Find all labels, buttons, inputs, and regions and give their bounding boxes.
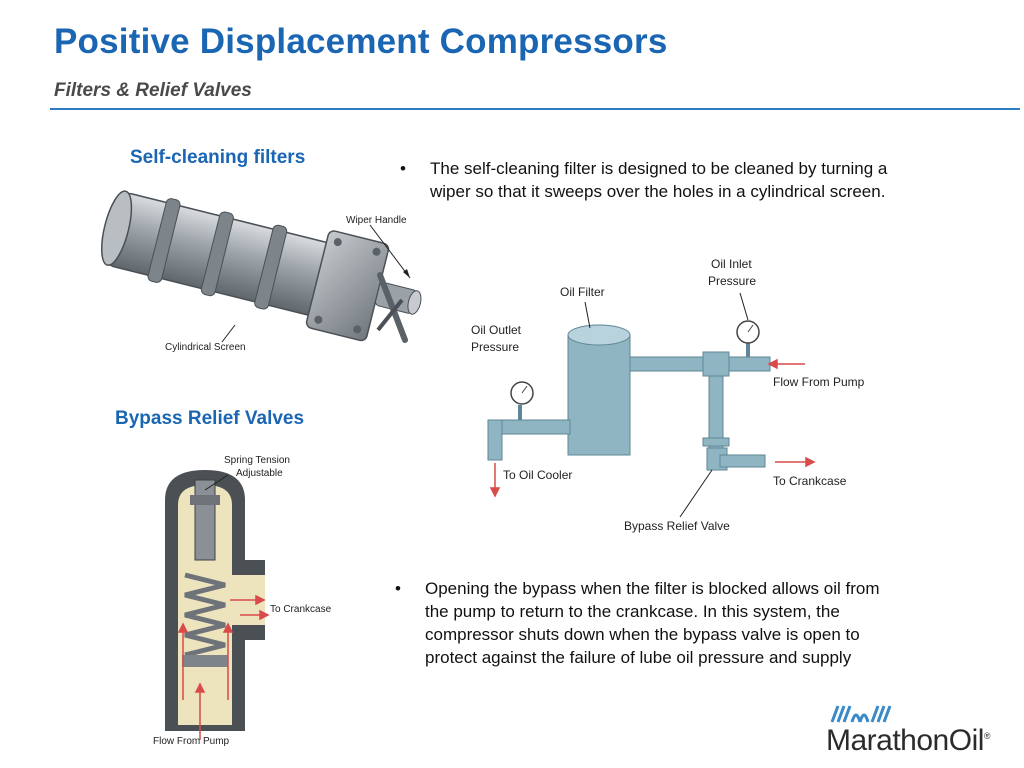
wiper-handle-label: Wiper Handle (346, 215, 407, 226)
oil-outlet-pressure-label: Pressure (471, 340, 519, 354)
flow-from-pump-label: Flow From Pump (773, 375, 865, 389)
oil-inlet-label: Oil Inlet (711, 257, 752, 271)
cylindrical-screen-label: Cylindrical Screen (165, 342, 246, 353)
filters-heading: Self-cleaning filters (130, 147, 306, 168)
marathon-oil-logo-mark-icon (830, 705, 892, 723)
bullet-line: compressor shuts down when the bypass va… (425, 625, 860, 644)
registered-mark: ® (983, 731, 991, 741)
logo-wordmark: MarathonOil (826, 724, 984, 757)
bullet-line: Opening the bypass when the filter is bl… (425, 579, 880, 598)
oil-outlet-label: Oil Outlet (471, 323, 522, 337)
bullet-bypass: • Opening the bypass when the filter is … (395, 577, 995, 672)
slide-title: Positive Displacement Compressors (54, 22, 668, 61)
bullet-line: protect against the failure of lube oil … (425, 648, 852, 667)
bullet-line: wiper so that it sweeps over the holes i… (430, 182, 886, 201)
to-oil-cooler-label: To Oil Cooler (503, 468, 572, 482)
adjustable-label: Adjustable (236, 468, 283, 479)
title-divider (50, 108, 1020, 110)
valve-flow-from-pump-label: Flow From Pump (153, 736, 230, 747)
oil-filter-label: Oil Filter (560, 285, 605, 299)
valves-heading: Bypass Relief Valves (115, 408, 305, 429)
valve-to-crankcase-label: To Crankcase (270, 604, 332, 615)
bypass-relief-valve-label: Bypass Relief Valve (624, 519, 730, 533)
bullet-marker: • (400, 159, 406, 178)
bullet-marker: • (395, 579, 401, 598)
spring-tension-label: Spring Tension (224, 455, 290, 466)
oil-inlet-pressure-label: Pressure (708, 274, 756, 288)
to-crankcase-label: To Crankcase (773, 474, 847, 488)
bullet-self-cleaning: • The self-cleaning filter is designed t… (400, 157, 1000, 207)
bullet-line: the pump to return to the crankcase. In … (425, 602, 840, 621)
slide-subtitle: Filters & Relief Valves (54, 80, 252, 101)
bullet-line: The self-cleaning filter is designed to … (430, 159, 888, 178)
marathon-oil-logo: MarathonOil® (826, 724, 991, 758)
